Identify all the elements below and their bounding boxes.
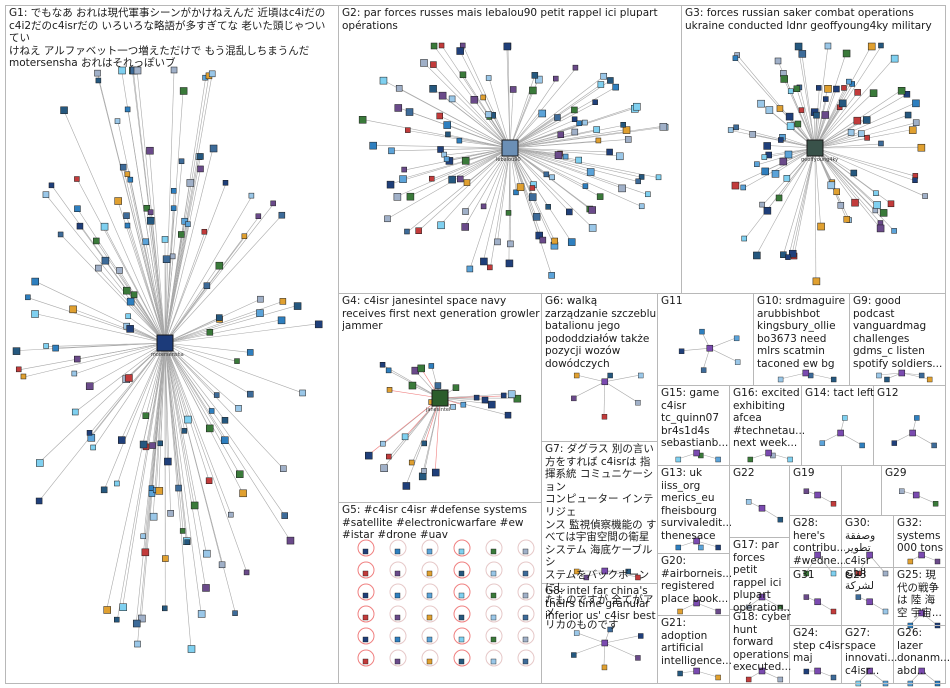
group-label-g32: G32: systems 000 tons <box>897 517 949 555</box>
group-label-g11: G11 <box>661 295 751 308</box>
group-label-g6: G6: walką zarządzanie szczeblu batalionu… <box>545 295 657 371</box>
hub-label-g4: janesintel <box>426 407 450 413</box>
group-label-g27: G27: space innovati... c4isr... <box>845 627 897 677</box>
group-label-g4: G4: c4isr janesintel space navy receives… <box>342 295 542 333</box>
group-label-g2: G2: par forces russes mais lebalou90 pet… <box>342 7 677 32</box>
group-label-g24: G24: step c4isr maj <box>793 627 845 665</box>
group-label-g19: G19 <box>793 467 843 480</box>
hub-label-g2: lebalou90 <box>496 157 521 163</box>
group-frame-g2 <box>339 6 682 294</box>
group-label-g25: G25: 現 代の戦争 は 陸 海 空 宇宙... <box>897 569 949 619</box>
group-label-g29: G29 <box>885 467 945 480</box>
group-label-g18: G18: cyber hunt forward operations execu… <box>733 611 793 674</box>
group-label-g1: G1: でもなあ おれは現代軍事シーンがかけねえんだ 近頃はc4iだの c4i2… <box>9 7 334 70</box>
group-label-g3: G3: forces russian saker combat operatio… <box>685 7 945 32</box>
group-label-g21: G21: adoption artificial intelligence... <box>661 617 731 667</box>
group-label-g31: G31 <box>793 569 843 582</box>
group-label-g28: G28: here's contribu... #wedne... <box>793 517 845 567</box>
group-label-g5: G5: #c4isr c4isr #defense systems #satel… <box>342 504 542 542</box>
group-label-g26: G26: lazer donanm... abd... <box>897 627 949 677</box>
group-label-g10: G10: srdmaguire arubbishbot kingsbury_ol… <box>757 295 852 371</box>
group-label-g30: G30: وصفقة تطوير c4isr التابع لشركة <box>845 517 897 593</box>
group-label-g20: G20: #airborneis... registered place boo… <box>661 555 731 605</box>
hub-label-g1: motersensha <box>151 352 184 358</box>
group-label-g16: G16: excited exhibiting afcea #technetau… <box>733 387 805 450</box>
hub-label-g3: geoffyoung4ky <box>801 157 838 163</box>
group-label-g22: G22 <box>733 467 791 480</box>
group-label-g14: G14: tact left <box>805 387 875 400</box>
group-frame-g3 <box>682 6 946 294</box>
group-label-g8: G8: intel far china's theirs time granul… <box>545 585 657 623</box>
group-label-g13: G13: uk iiss_org merics_eu fheisbourg su… <box>661 467 731 543</box>
group-frame-g1 <box>6 6 339 684</box>
group-label-g12: G12 <box>877 387 947 400</box>
group-label-g9: G9: good podcast vanguardmag challenges … <box>853 295 948 371</box>
group-label-g17: G17: par forces petit rappel ici plupart… <box>733 539 791 615</box>
group-label-g15: G15: game c4isr tc_quinn07 br4s1d4s seba… <box>661 387 731 450</box>
